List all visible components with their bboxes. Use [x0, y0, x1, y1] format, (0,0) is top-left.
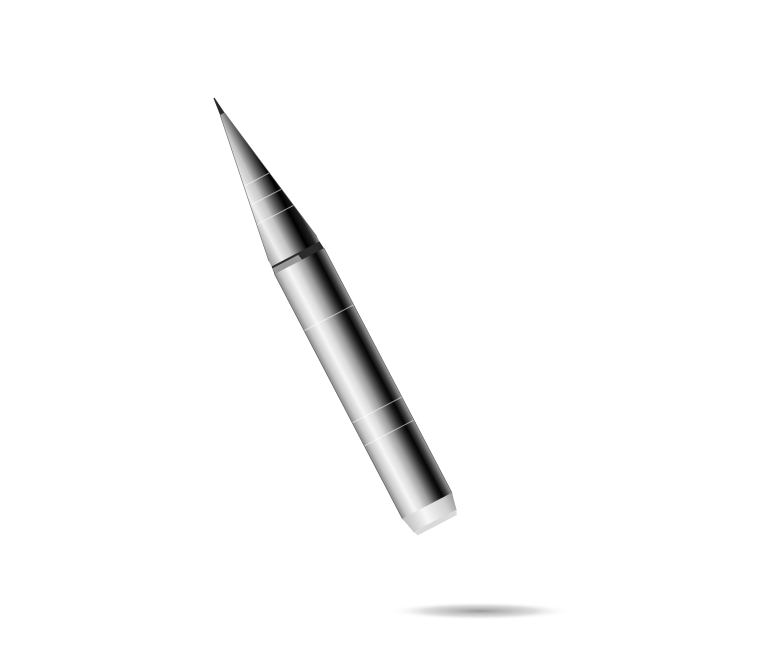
drill-shank	[274, 248, 453, 521]
floor-shadow	[388, 602, 572, 620]
drill-taper	[220, 112, 321, 269]
drill-end-chamfer	[402, 492, 457, 533]
machining-lines	[243, 172, 415, 447]
drill-tip	[213, 97, 225, 116]
drill-bit	[213, 97, 457, 536]
